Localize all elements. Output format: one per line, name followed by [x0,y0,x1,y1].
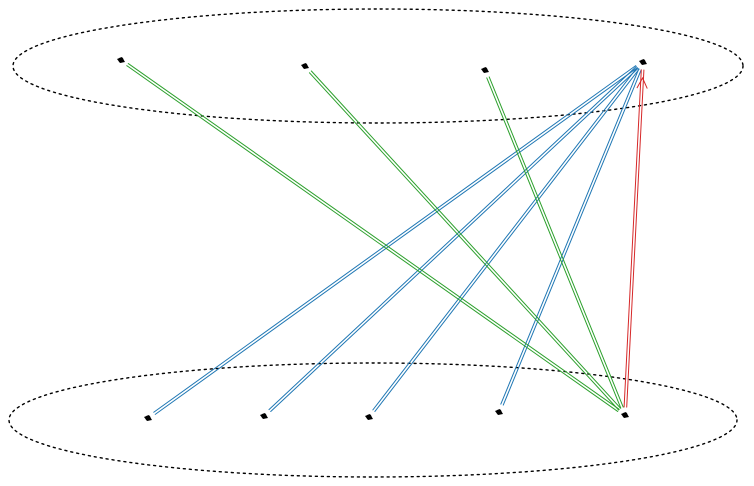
node-B4 [495,409,503,415]
node-mark [365,414,373,420]
node-T1 [117,57,125,63]
edge-stroke [153,65,637,413]
node-mark [639,59,647,65]
edge-B4-T4 [500,68,642,406]
node-T3 [481,67,489,73]
node-mark [621,412,629,418]
node-mark [260,413,268,419]
bottom-group-ellipse [8,362,738,478]
edge-stroke [308,72,620,411]
node-B3 [365,414,373,420]
edge-stroke [626,69,645,408]
edge-stroke [270,67,639,412]
edge-B3-T4 [372,67,640,412]
groups-layer [8,8,744,478]
node-B2 [260,413,268,419]
edge-arrowhead [636,76,648,89]
edge-stroke [486,77,622,409]
edge-stroke [500,68,640,405]
edge-stroke [268,66,637,411]
edges-layer [126,63,648,415]
node-T2 [301,63,309,69]
node-mark [144,415,152,421]
nodes-layer [117,57,647,421]
edge-stroke [488,76,624,408]
edge-T1-B5 [126,63,620,412]
edge-stroke [372,67,638,411]
node-mark [301,63,309,69]
node-mark [495,409,503,415]
edge-stroke [502,69,642,406]
edge-stroke [154,67,638,415]
edge-B5-T4 [623,69,648,408]
edge-stroke [127,63,620,410]
node-T4 [639,59,647,65]
edge-B2-T4 [268,66,639,412]
edge-B1-T4 [153,65,638,415]
top-group-ellipse [12,8,744,124]
edge-T3-B5 [486,76,624,409]
edge-stroke [374,68,640,412]
node-mark [117,57,125,63]
node-B5 [621,412,629,418]
node-mark [481,67,489,73]
edge-stroke [310,70,622,409]
node-B1 [144,415,152,421]
edge-stroke [623,69,642,408]
edge-T2-B5 [308,70,622,411]
edge-stroke [126,65,619,412]
